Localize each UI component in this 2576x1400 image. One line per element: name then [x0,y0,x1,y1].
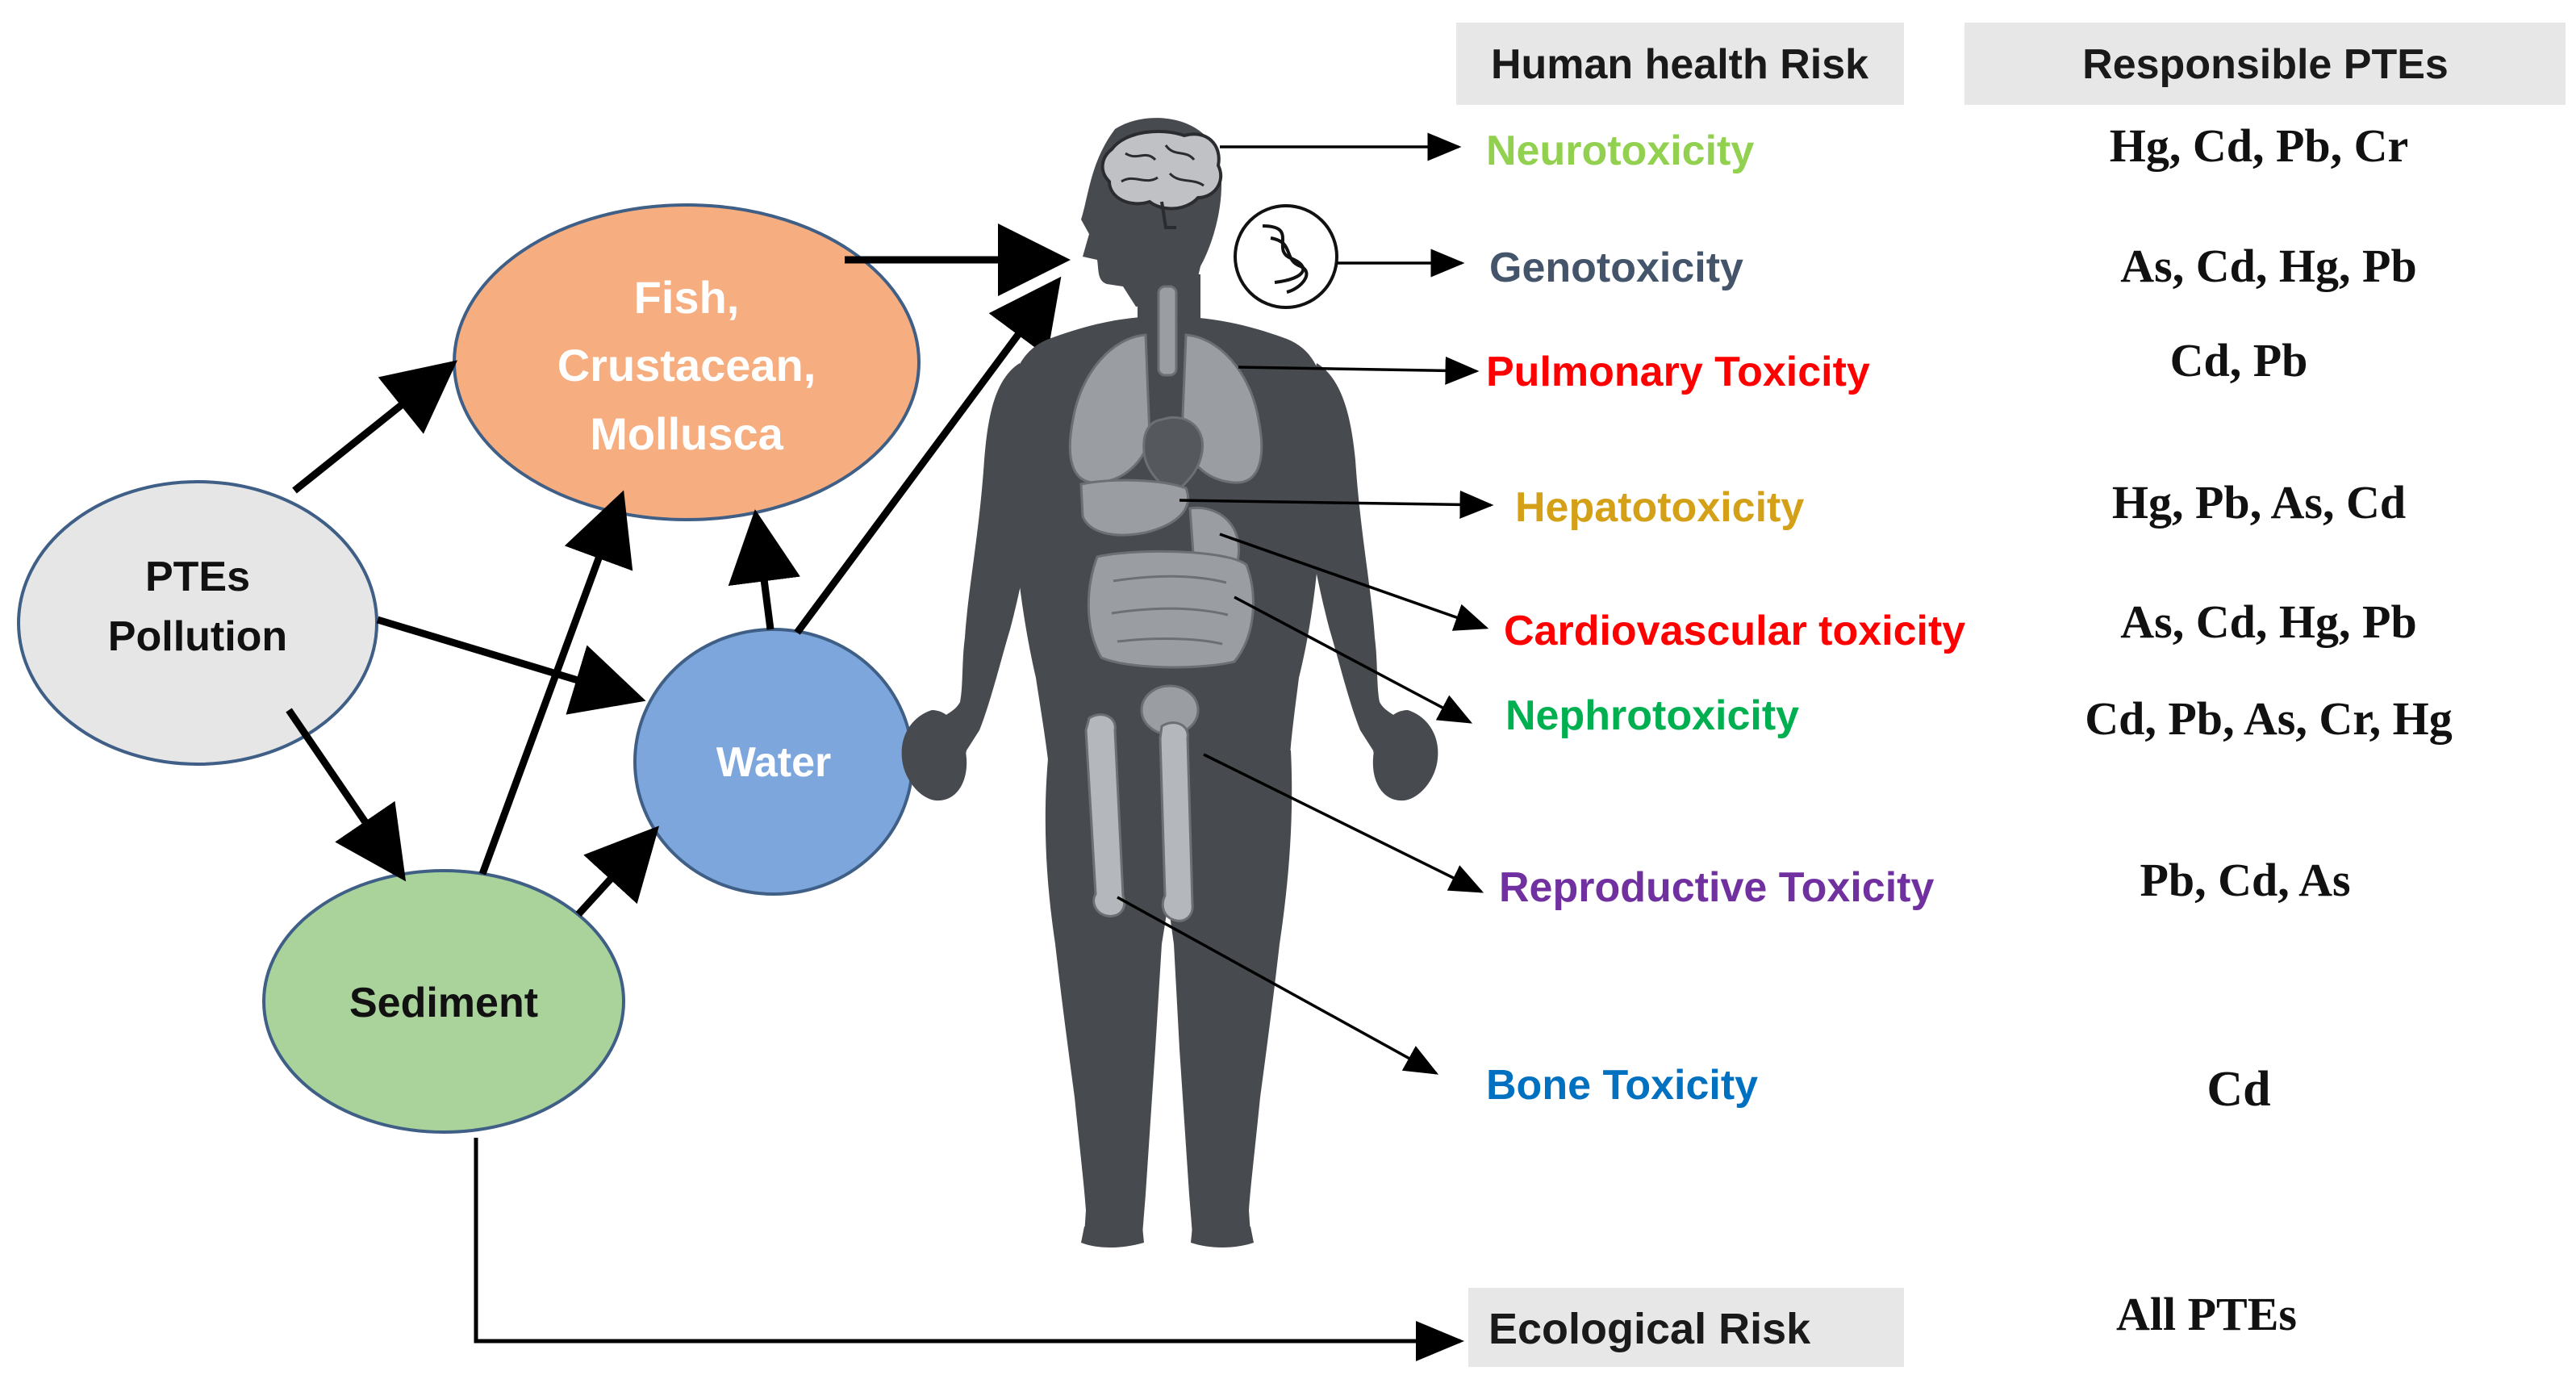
node-fish-crustacean-mollusca: Fish, Crustacean, Mollusca [453,203,921,521]
risk-labels: Neurotoxicity Genotoxicity Pulmonary Tox… [1486,127,1965,1109]
ptes-ecological-risk: All PTEs [2116,1288,2297,1340]
left-hand-shape [901,710,967,801]
pointer-arrows [1117,132,1494,1075]
fish-line-1: Fish, [634,272,740,323]
ptes-hepatotoxicity: Hg, Pb, As, Cd [2112,476,2406,529]
header-responsible-ptes: Responsible PTEs [1964,23,2566,105]
arrow-ptes-to-water [376,616,646,715]
arrow-sediment-to-water [575,825,660,917]
arrow-water-to-fish [728,509,800,630]
trachea [1157,285,1178,377]
fish-line-2: Crustacean, [557,340,816,391]
ptes-pulmonary-toxicity: Cd, Pb [2170,334,2308,387]
ptes-neurotoxicity: Hg, Cd, Pb, Cr [2110,119,2409,172]
pointer-pulmonary [1238,356,1480,385]
ecological-risk-box: Ecological Risk [1468,1288,1904,1367]
header-responsible-ptes-label: Responsible PTEs [2082,41,2449,88]
node-water: Water [633,628,914,896]
node-ptes-pollution: PTEs Pollution [17,480,378,766]
header-human-health-risk-label: Human health Risk [1491,41,1868,88]
ptes-pollution-line-1: PTEs [145,554,250,600]
risk-bone-toxicity: Bone Toxicity [1486,1062,1758,1109]
fish-line-3: Mollusca [590,408,783,459]
risk-hepatotoxicity: Hepatotoxicity [1515,484,1804,531]
risk-nephrotoxicity: Nephrotoxicity [1505,692,1799,739]
arrow-ptes-to-fish [292,360,458,494]
node-sediment: Sediment [262,869,625,1134]
internal-organs [1068,285,1263,922]
water-label: Water [716,739,832,786]
left-arm-shape [931,363,1041,784]
responsible-ptes-column: Hg, Cd, Pb, Cr As, Cd, Hg, Pb Cd, Pb Hg,… [2085,119,2453,1340]
right-arm-shape [1299,363,1409,784]
ptes-genotoxicity: As, Cd, Hg, Pb [2120,240,2416,292]
pointer-bone [1117,896,1439,1075]
ptes-bone-toxicity: Cd [2207,1062,2270,1117]
risk-genotoxicity: Genotoxicity [1489,244,1743,291]
arrow-ptes-to-sediment [286,708,407,882]
right-hand-shape [1372,710,1438,801]
risk-reproductive-toxicity: Reproductive Toxicity [1499,864,1934,911]
pointer-hepatotoxicity [1179,490,1494,519]
flow-arrows [286,224,1071,917]
human-body-silhouette [901,118,1438,1247]
arrow-water-to-human [794,276,1062,635]
sediment-label: Sediment [349,980,538,1026]
risk-pulmonary-toxicity: Pulmonary Toxicity [1486,349,1870,395]
ptes-pollution-line-2: Pollution [108,613,287,660]
header-human-health-risk: Human health Risk [1456,23,1904,105]
liver [1079,479,1189,537]
ptes-reproductive-toxicity: Pb, Cd, As [2140,854,2350,906]
pointer-reproductive [1203,753,1484,893]
pointer-nephrotoxicity [1234,596,1473,724]
left-femur [1084,713,1126,917]
arrow-sediment-to-ecological-risk [474,1138,1464,1361]
risk-cardiovascular-toxicity: Cardiovascular toxicity [1504,608,1965,654]
brain-icon [1100,129,1223,229]
right-foot-shape [1191,1227,1254,1247]
left-lung [1068,333,1151,484]
pointer-cardiovascular [1219,533,1489,631]
left-foot-shape [1081,1227,1144,1247]
right-femur [1159,721,1194,922]
arrow-sediment-to-fish [478,490,633,876]
ptes-nephrotoxicity: Cd, Pb, As, Cr, Hg [2085,692,2453,745]
ptes-cardiovascular-toxicity: As, Cd, Hg, Pb [2120,596,2416,648]
risk-neurotoxicity: Neurotoxicity [1486,127,1754,174]
ecological-risk-label: Ecological Risk [1488,1305,1811,1353]
dna-icon [1234,204,1338,309]
